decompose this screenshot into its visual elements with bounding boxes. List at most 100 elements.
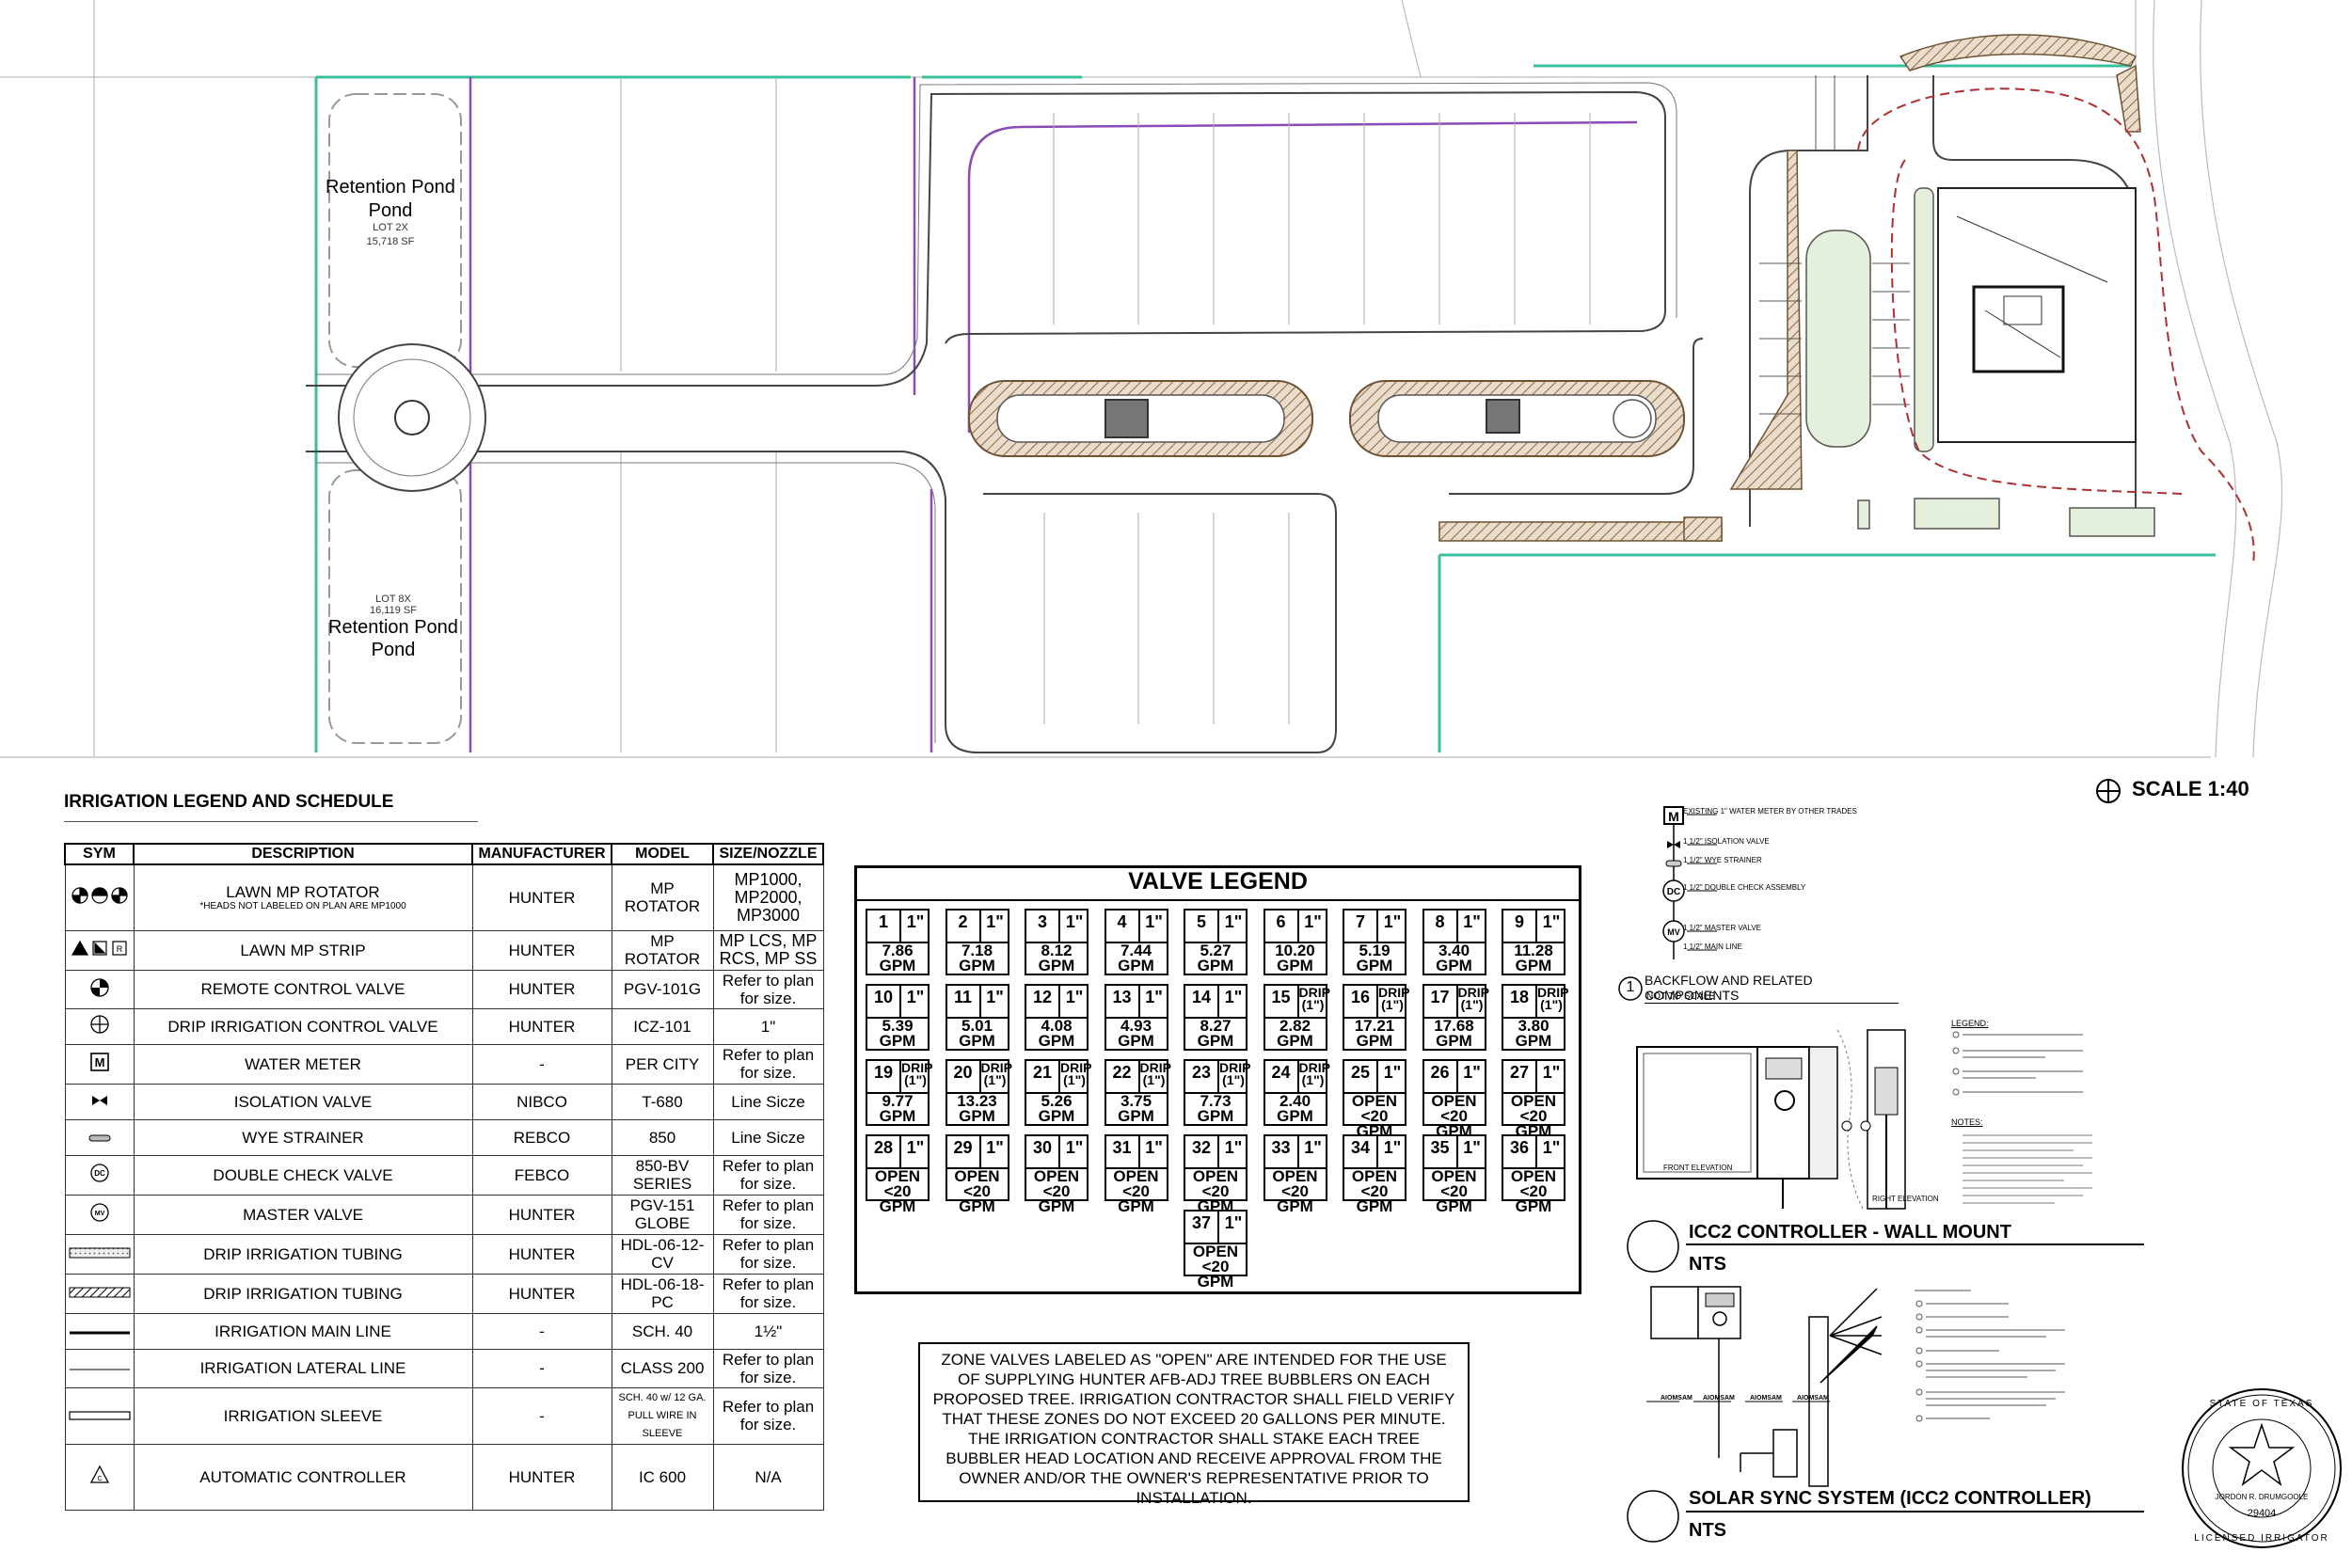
- valve-number: 4: [1117, 912, 1127, 931]
- backflow-item-4: 1 1/2" DOUBLE CHECK ASSEMBLY: [1683, 883, 1806, 892]
- legend-model-cell: HDL-06-18-PC: [611, 1273, 714, 1314]
- backflow-riser-diagram: M DC MV: [1662, 806, 1717, 959]
- legend-description: REMOTE CONTROL VALVE: [200, 980, 405, 998]
- valve-flow: 13.23 GPM: [957, 1092, 997, 1125]
- valve-number: 33: [1271, 1138, 1291, 1157]
- legend-manufacturer-cell: REBCO: [471, 1118, 612, 1156]
- pond-area-south: 16,119 SF: [370, 605, 417, 616]
- valve-cell-rule: [1423, 942, 1485, 943]
- valve-number: 30: [1032, 1138, 1053, 1157]
- legend-symbol-cell: [64, 1386, 135, 1445]
- valve-number: 5: [1196, 912, 1206, 931]
- valve-cell-rule: [1185, 1017, 1246, 1019]
- backflow-item-1: EXISTING 1" WATER METER BY OTHER TRADES: [1683, 807, 1857, 816]
- valve-cell-divider: [1296, 986, 1299, 1017]
- backflow-title: BACKFLOW AND RELATED COMPONENTS: [1645, 973, 1899, 1004]
- valve-cell-divider: [1058, 1061, 1060, 1092]
- valve-cell-divider: [1535, 1136, 1537, 1167]
- valve-cell-rule: [1503, 1092, 1564, 1094]
- legend-model-cell: 850: [611, 1118, 714, 1156]
- svg-text:MV: MV: [1667, 927, 1680, 937]
- valve-flow: 5.19 GPM: [1356, 942, 1393, 974]
- legend-model-cell: MP ROTATOR: [611, 929, 714, 971]
- drip-tubing-12-icon: [69, 1245, 131, 1263]
- valve-flow: 5.01 GPM: [959, 1017, 995, 1050]
- valve-size: DRIP (1"): [901, 1060, 933, 1087]
- legend-description: DRIP IRRIGATION TUBING: [203, 1284, 403, 1303]
- legend-model-cell: SCH. 40 w/ 12 GA. PULL WIRE IN SLEEVE: [611, 1386, 714, 1445]
- controller-legend-label: LEGEND:: [1951, 1019, 1989, 1028]
- valve-size: DRIP (1"): [1139, 1060, 1171, 1087]
- valve-size: 1": [1542, 1063, 1561, 1082]
- valve-flow: 7.86 GPM: [879, 942, 916, 974]
- legend-description: DRIP IRRIGATION TUBING: [203, 1244, 403, 1263]
- legend-header-row: SYM DESCRIPTION MANUFACTURER MODEL SIZE/…: [64, 843, 824, 865]
- controller-detail-nts: NTS: [1689, 1254, 1726, 1275]
- valve-cell-divider: [1376, 1136, 1378, 1167]
- svg-text:AIOMSAM: AIOMSAM: [1703, 1395, 1735, 1402]
- double-check-icon: DC: [89, 1163, 110, 1187]
- legend-description: LAWN MP STRIP: [240, 941, 366, 959]
- valve-cell-rule: [1026, 1167, 1087, 1169]
- valve-cell-rule: [1344, 1092, 1405, 1094]
- valve-size: 1": [986, 988, 1004, 1006]
- solar-title-rule: [1686, 1511, 2144, 1513]
- svg-text:DC: DC: [94, 1169, 105, 1178]
- valve-size: 1": [1463, 1138, 1481, 1157]
- valve-cell-rule: [1344, 1017, 1405, 1019]
- zone-valves-note: ZONE VALVES LABELED AS "OPEN" ARE INTEND…: [918, 1342, 1470, 1507]
- legend-row: LAWN MP ROTATOR*HEADS NOT LABELED ON PLA…: [64, 863, 824, 931]
- valve-flow: 3.40 GPM: [1436, 942, 1472, 974]
- legend-model-cell: SCH. 40: [611, 1312, 714, 1350]
- valve-flow: OPEN <20 GPM: [1033, 1167, 1080, 1215]
- pond-name-north: Retention Pond: [326, 177, 455, 198]
- legend-model-cell: PGV-151 GLOBE: [611, 1194, 714, 1235]
- scale-symbol-icon: [2096, 779, 2121, 803]
- valve-cell-divider: [1137, 1061, 1140, 1092]
- valve-size: 1": [1304, 1138, 1322, 1157]
- legend-size-cell: Refer to plan for size.: [712, 969, 824, 1009]
- valve-number: 14: [1191, 988, 1212, 1006]
- legend-manufacturer-cell: -: [471, 1043, 612, 1085]
- valve-flow: 17.68 GPM: [1434, 1017, 1474, 1050]
- valve-cell-divider: [1455, 911, 1458, 942]
- valve-flow: 8.27 GPM: [1197, 1017, 1234, 1050]
- seal-name: JORDON R. DRUMGOOLE: [2215, 1493, 2309, 1501]
- valve-number: 25: [1350, 1063, 1371, 1082]
- legend-description-cell: AUTOMATIC CONTROLLER: [133, 1443, 473, 1511]
- legend-description-cell: LAWN MP ROTATOR*HEADS NOT LABELED ON PLA…: [133, 863, 473, 931]
- controller-detail-circle: [1627, 1220, 1679, 1273]
- valve-flow: OPEN <20 GPM: [1192, 1243, 1239, 1291]
- legend-description: LAWN MP ROTATOR: [226, 882, 380, 901]
- valve-size: 1": [906, 988, 925, 1006]
- svg-text:MV: MV: [94, 1211, 104, 1217]
- pond-name-south: Retention Pond: [328, 617, 458, 638]
- valve-cell-rule: [1185, 1243, 1246, 1244]
- legend-model-cell: PER CITY: [611, 1043, 714, 1085]
- valve-cell-divider: [1217, 1212, 1219, 1243]
- backflow-item-5: 1 1/2" MASTER VALVE: [1683, 924, 1762, 932]
- legend-size-cell: N/A: [712, 1443, 824, 1511]
- legend-description-cell: WYE STRAINER: [133, 1118, 473, 1156]
- valve-size: 1": [1463, 1063, 1481, 1082]
- seal-number: 29404: [2247, 1508, 2277, 1519]
- header-size-nozzle: SIZE/NOZZLE: [712, 843, 824, 865]
- lateral-line-icon: [69, 1359, 131, 1377]
- valve-flow: 10.20 GPM: [1275, 942, 1315, 974]
- valve-cell-rule: [867, 1017, 928, 1019]
- valve-number: 2: [958, 912, 968, 931]
- valve-cell-divider: [1217, 1136, 1219, 1167]
- valve-size: DRIP (1"): [1457, 985, 1489, 1012]
